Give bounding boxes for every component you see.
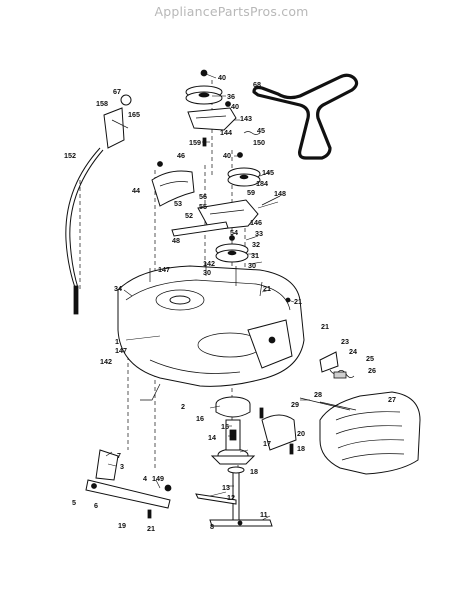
callout-48: 48: [172, 236, 180, 245]
callout-158: 158: [96, 99, 108, 108]
callout-20: 20: [297, 429, 305, 438]
callout-150: 150: [253, 138, 265, 147]
discharge-chute: [319, 391, 421, 475]
callout-labels: 67 158 165 152 40 36 40 143 68 144 45 15…: [64, 73, 396, 533]
callout-28: 28: [314, 390, 322, 399]
callout-32: 32: [252, 240, 260, 249]
callout-146: 146: [250, 218, 262, 227]
callout-40: 40: [231, 102, 239, 111]
callout-165: 165: [128, 110, 140, 119]
callout-21: 21: [263, 284, 271, 293]
callout-67: 67: [113, 87, 121, 96]
blade-stiffener-53: [171, 221, 229, 237]
callout-5: 5: [72, 498, 76, 507]
mower-blade-12: [195, 493, 237, 505]
callout-40: 40: [223, 151, 231, 160]
deck-hardware: [140, 262, 291, 401]
callout-6: 6: [94, 501, 98, 510]
spindle-pulley-32: [215, 235, 249, 263]
callout-44: 44: [132, 186, 140, 195]
callout-147: 147: [158, 265, 170, 274]
callout-2: 2: [181, 402, 185, 411]
callout-8: 8: [210, 522, 214, 531]
callout-52: 52: [185, 211, 193, 220]
callout-143: 143: [240, 114, 252, 123]
callout-142: 142: [100, 357, 112, 366]
idler-pulley-top: [185, 69, 223, 105]
callout-54: 54: [230, 228, 238, 237]
mower-deck: [117, 265, 305, 387]
callout-4: 4: [143, 474, 147, 483]
callout-142: 142: [203, 259, 215, 268]
callout-15: 15: [221, 422, 229, 431]
callout-7: 7: [117, 451, 121, 460]
callout-55: 55: [199, 202, 207, 211]
callout-30: 30: [203, 268, 211, 277]
callout-148: 148: [274, 189, 286, 198]
callout-14: 14: [208, 433, 216, 442]
callout-26: 26: [368, 366, 376, 375]
callout-29: 29: [291, 400, 299, 409]
callout-21: 21: [147, 524, 155, 533]
callout-11: 11: [260, 510, 268, 519]
idler-bracket: [187, 101, 237, 131]
callout-40: 40: [218, 73, 226, 82]
callout-68: 68: [253, 80, 261, 89]
deck-hanger-left: [85, 449, 172, 519]
callout-144: 144: [220, 128, 232, 137]
callout-46: 46: [177, 151, 185, 160]
callout-3: 3: [120, 462, 124, 471]
callout-23: 23: [341, 337, 349, 346]
callout-24: 24: [349, 347, 357, 356]
callout-16: 16: [196, 414, 204, 423]
callout-159: 159: [189, 138, 201, 147]
callout-152: 152: [64, 151, 76, 160]
callout-45: 45: [257, 126, 265, 135]
callout-19: 19: [118, 521, 126, 530]
belt-guard-44: [151, 161, 195, 207]
callout-34: 34: [114, 284, 122, 293]
callout-21: 21: [321, 322, 329, 331]
callout-53: 53: [174, 199, 182, 208]
callout-59: 59: [247, 188, 255, 197]
callout-36: 36: [227, 92, 235, 101]
leader-lines: [105, 73, 310, 527]
callout-56: 56: [199, 192, 207, 201]
callout-25: 25: [366, 354, 374, 363]
callout-27: 27: [388, 395, 396, 404]
spindle-housing: [210, 396, 256, 465]
callout-18: 18: [250, 467, 258, 476]
callout-31: 31: [251, 251, 259, 260]
clutch-cable-assembly: [65, 94, 132, 315]
pulley-145: [227, 167, 261, 187]
callout-1: 1: [115, 337, 119, 346]
callout-18: 18: [297, 444, 305, 453]
callout-21: 21: [294, 297, 302, 306]
chute-hinge-23-24: [319, 351, 355, 379]
callout-184: 184: [256, 179, 268, 188]
watermark: AppliancePartsPros.com: [154, 4, 309, 19]
callout-149: 149: [152, 474, 164, 483]
callout-147: 147: [115, 346, 127, 355]
callout-30: 30: [248, 261, 256, 270]
drive-belt: [252, 73, 359, 160]
callout-13: 13: [222, 483, 230, 492]
baffle-bracket-20: [259, 407, 297, 455]
callout-12: 12: [227, 493, 235, 502]
mower-blade-11: [209, 519, 273, 527]
callout-33: 33: [255, 229, 263, 238]
callout-145: 145: [262, 168, 274, 177]
callout-17: 17: [263, 439, 271, 448]
